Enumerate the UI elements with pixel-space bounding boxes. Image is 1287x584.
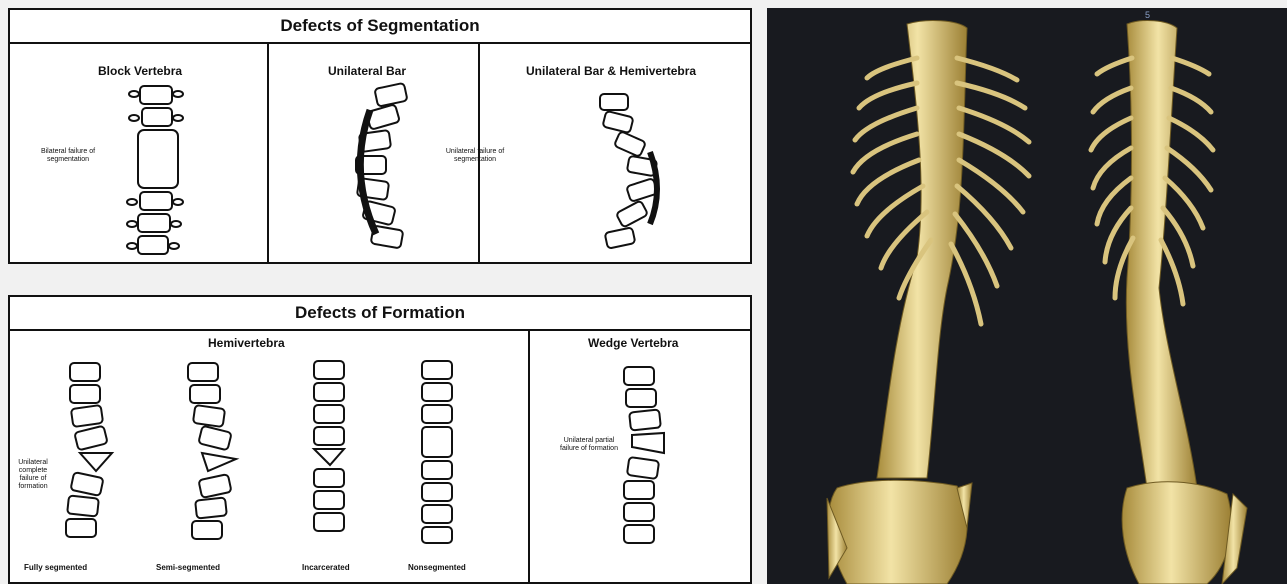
unilateral-bar-title: Unilateral Bar bbox=[328, 64, 406, 78]
segmentation-divider-1 bbox=[267, 42, 269, 262]
semi-segmented-label: Semi-segmented bbox=[156, 563, 220, 572]
posterior-view-spine bbox=[827, 21, 1029, 584]
ct-spine-reconstruction: 5 bbox=[767, 8, 1287, 584]
hemivertebra-title: Hemivertebra bbox=[208, 336, 285, 350]
bilateral-failure-note: Bilateral failure of segmentation bbox=[40, 148, 96, 164]
incarcerated-drawing bbox=[302, 357, 382, 557]
block-vertebra-drawing bbox=[120, 82, 210, 262]
ct-render bbox=[767, 8, 1287, 584]
fully-segmented-label: Fully segmented bbox=[24, 563, 87, 572]
unilateral-bar-drawing bbox=[340, 82, 430, 262]
formation-panel: Defects of Formation Hemivertebra Wedge … bbox=[8, 295, 752, 584]
unilateral-failure-note: Unilateral failure of segmentation bbox=[444, 148, 506, 164]
formation-title: Defects of Formation bbox=[10, 297, 750, 331]
segmentation-title: Defects of Segmentation bbox=[10, 10, 750, 44]
nonsegmented-drawing bbox=[410, 357, 490, 557]
semi-segmented-drawing bbox=[178, 359, 258, 559]
fully-segmented-drawing bbox=[50, 359, 130, 559]
segmentation-panel: Defects of Segmentation Block Vertebra U… bbox=[8, 8, 752, 264]
wedge-vertebra-drawing bbox=[610, 363, 690, 563]
incarcerated-label: Incarcerated bbox=[302, 563, 350, 572]
formation-divider bbox=[528, 329, 530, 584]
unilateral-bar-hemivertebra-drawing bbox=[590, 90, 690, 270]
anterior-view-spine bbox=[1091, 21, 1247, 584]
nonsegmented-label: Nonsegmented bbox=[408, 563, 466, 572]
block-vertebra-title: Block Vertebra bbox=[98, 64, 182, 78]
unilateral-bar-hemivertebra-title: Unilateral Bar & Hemivertebra bbox=[526, 64, 696, 78]
wedge-vertebra-title: Wedge Vertebra bbox=[588, 336, 678, 350]
